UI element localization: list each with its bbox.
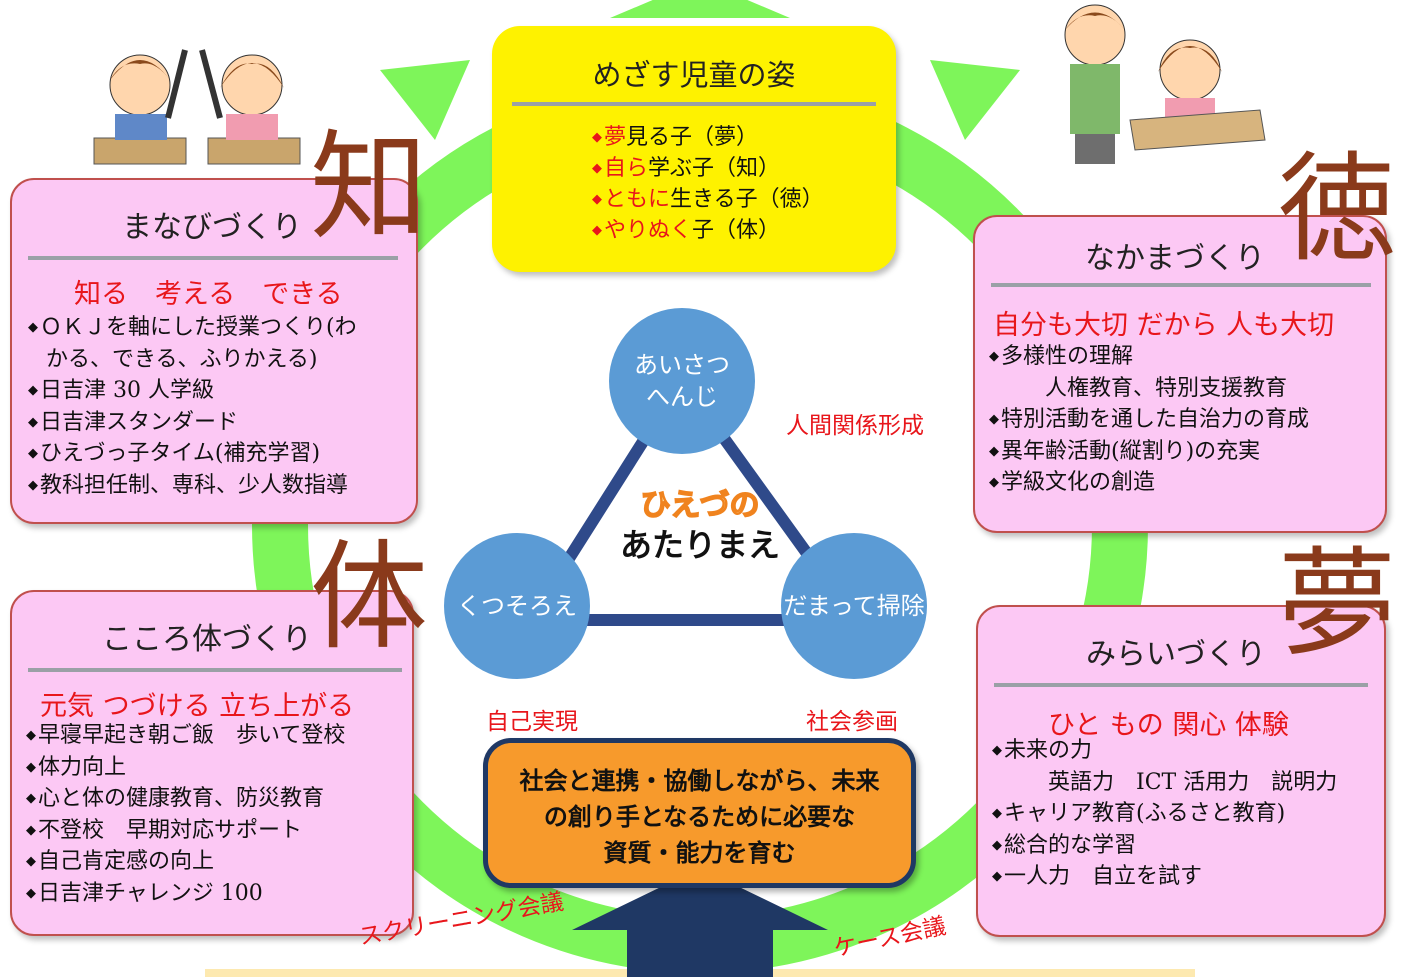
- manabi-subtitle: 知る 考える できる: [74, 279, 343, 310]
- manabi-box: まなびづくり 知る 考える できる ◆ＯＫＪを軸にした授業つくり(わ かる、でき…: [10, 178, 418, 524]
- nakama-box: なかまづくり 自分も大切 だから 人も大切 ◆多様性の理解 人権教育、特別支援教…: [973, 215, 1387, 533]
- label-social-participation: 社会参画: [806, 709, 898, 735]
- manabi-divider: [28, 256, 398, 260]
- list-item: ◆自己肯定感の向上: [26, 849, 215, 874]
- circle-aisatsu: あいさつ へんじ: [609, 308, 755, 454]
- circle-souji: だまって掃除: [781, 533, 927, 679]
- circle-kutsu: くつそろえ: [444, 533, 590, 679]
- goal-divider: [512, 102, 876, 106]
- goal-title: めざす児童の姿: [592, 58, 796, 92]
- triangle-link: [519, 369, 867, 626]
- kanji-tai: 体: [310, 528, 429, 666]
- list-item: ◆ＯＫＪを軸にした授業つくり(わ: [28, 315, 357, 340]
- list-item: ◆学級文化の創造: [989, 470, 1156, 495]
- list-item: ◆日吉津 30 人学級: [28, 378, 214, 403]
- goal-item: ◆ともに生きる子（徳）: [592, 187, 824, 212]
- kids-talking-illustration: [1064, 4, 1266, 164]
- cycle-arrow-right: [930, 60, 1020, 140]
- goal-item: ◆夢見る子（夢）: [592, 125, 759, 150]
- support-arrow: [572, 868, 828, 977]
- list-item: ◆日吉津スタンダード: [28, 409, 239, 435]
- nakama-subtitle: 自分も大切 だから 人も大切: [993, 310, 1335, 341]
- cycle-arrow-top: [610, 0, 790, 18]
- core-line: 社会と連携・協働しながら、未来: [519, 767, 880, 795]
- list-item: 英語力 ICT 活用力 説明力: [1048, 769, 1338, 795]
- kanji-yume: 夢: [1278, 535, 1397, 673]
- list-item: ◆一人力 自立を試す: [992, 864, 1203, 889]
- goal-item: ◆やりぬく子（体）: [592, 218, 781, 243]
- mirai-list: ◆未来の力 英語力 ICT 活用力 説明力 ◆キャリア教育(ふるさと教育) ◆総…: [992, 735, 1337, 893]
- core-line: 資質・能力を育む: [603, 839, 796, 867]
- kids-raising-hands-illustration: [93, 49, 301, 165]
- nakama-title: なかまづくり: [1085, 241, 1265, 276]
- manabi-list: ◆ＯＫＪを軸にした授業つくり(わ かる、できる、ふりかえる) ◆日吉津 30 人…: [28, 312, 357, 501]
- kokoro-box: こころ体づくり 元気 つづける 立ち上がる ◆早寝早起き朝ご飯 歩いて登校 ◆体…: [10, 590, 414, 936]
- center-subheading: あたりまえ: [619, 526, 780, 564]
- goal-box: めざす児童の姿 ◆夢見る子（夢） ◆自ら学ぶ子（知） ◆ともに生きる子（徳） ◆…: [492, 26, 896, 272]
- nakama-list: ◆多様性の理解 人権教育、特別支援教育 ◆特別活動を通した自治力の育成 ◆異年齢…: [989, 341, 1309, 499]
- list-item: ◆体力向上: [26, 754, 127, 780]
- list-item: ◆未来の力: [992, 738, 1093, 763]
- kokoro-divider: [28, 668, 402, 672]
- kokoro-subtitle: 元気 つづける 立ち上がる: [40, 691, 355, 722]
- list-item: ◆総合的な学習: [992, 832, 1137, 858]
- label-self-realization: 自己実現: [486, 709, 578, 735]
- goal-item: ◆自ら学ぶ子（知）: [592, 156, 781, 181]
- list-item: かる、できる、ふりかえる): [46, 346, 318, 372]
- core-text: 社会と連携・協働しながら、未来 の創り手となるために必要な 資質・能力を育む: [488, 763, 911, 871]
- list-item: ◆早寝早起き朝ご飯 歩いて登校: [26, 723, 346, 748]
- core-line: の創り手となるために必要な: [543, 803, 856, 831]
- list-item: ◆不登校 早期対応サポート: [26, 817, 303, 843]
- core-box: 社会と連携・協働しながら、未来 の創り手となるために必要な 資質・能力を育む: [483, 738, 916, 888]
- list-item: ◆教科担任制、専科、少人数指導: [28, 472, 349, 498]
- list-item: ◆異年齢活動(縦割り)の充実: [989, 438, 1261, 464]
- list-item: ◆心と体の健康教育、防災教育: [26, 786, 325, 811]
- manabi-title: まなびづくり: [122, 210, 302, 245]
- mirai-title: みらいづくり: [1086, 637, 1266, 672]
- mirai-box: みらいづくり ひと もの 関心 体験 ◆未来の力 英語力 ICT 活用力 説明力…: [976, 605, 1386, 937]
- list-item: ◆多様性の理解: [989, 344, 1134, 369]
- label-relation: 人間関係形成: [786, 413, 924, 439]
- center-heading: ひえづの: [640, 487, 761, 524]
- mirai-subtitle: ひと もの 関心 体験: [1048, 710, 1289, 741]
- list-item: ◆キャリア教育(ふるさと教育): [992, 801, 1286, 826]
- list-item: 人権教育、特別支援教育: [1045, 375, 1288, 401]
- list-item: ◆ひえづっ子タイム(補充学習): [28, 441, 321, 466]
- kokoro-title: こころ体づくり: [102, 622, 312, 657]
- kanji-toku: 徳: [1278, 140, 1397, 278]
- cycle-arrow-left: [380, 60, 470, 140]
- goal-list: ◆夢見る子（夢） ◆自ら学ぶ子（知） ◆ともに生きる子（徳） ◆やりぬく子（体）: [592, 122, 824, 246]
- mirai-divider: [994, 683, 1368, 687]
- list-item: ◆特別活動を通した自治力の育成: [989, 407, 1310, 432]
- kokoro-list: ◆早寝早起き朝ご飯 歩いて登校 ◆体力向上 ◆心と体の健康教育、防災教育 ◆不登…: [26, 720, 345, 909]
- kanji-chi: 知: [310, 118, 429, 256]
- nakama-divider: [991, 283, 1371, 287]
- list-item: ◆日吉津チャレンジ 100: [26, 880, 263, 906]
